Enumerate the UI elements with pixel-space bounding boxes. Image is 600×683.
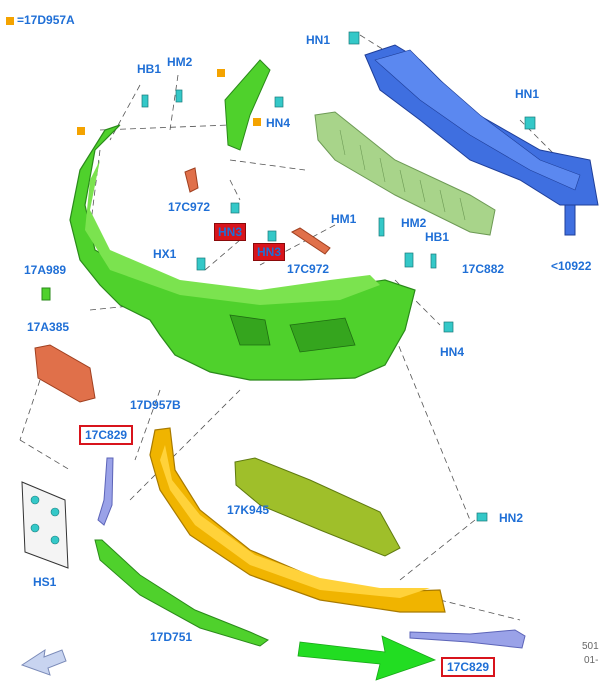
fasteners: [141, 31, 536, 522]
label-hn3-b: HN3: [253, 243, 286, 261]
legend-code: =17D957A: [17, 13, 75, 27]
label-hn1-top: HN1: [306, 33, 331, 47]
corner-text-2: 01-: [584, 655, 599, 666]
marker-square-icon: [77, 127, 85, 135]
label-hb1-right: HB1: [425, 230, 450, 244]
label-hs1: HS1: [33, 575, 57, 589]
label-hm2-left: HM2: [167, 55, 193, 69]
label-hb1-left: HB1: [137, 62, 162, 76]
lower-bumper-highlight: [160, 445, 430, 598]
label-hn4-right: HN4: [440, 345, 465, 359]
bumper-fog-opening: [229, 314, 271, 346]
label-hn2: HN2: [499, 511, 524, 525]
license-plate-bracket: [34, 344, 96, 403]
bumper-lower-opening: [289, 317, 356, 353]
beam-highlight: [374, 49, 581, 191]
corner-arrow-icon: [20, 648, 67, 676]
bumper-highlight: [85, 160, 380, 305]
label-hn1-right: HN1: [515, 87, 540, 101]
label-17a385: 17A385: [27, 320, 70, 334]
upper-bracket: [224, 59, 271, 151]
label-17d957b: 17D957B: [130, 398, 181, 412]
label-17d751: 17D751: [150, 630, 193, 644]
label-17a989: 17A989: [24, 263, 67, 277]
lower-lip-spoiler: [94, 539, 269, 647]
part-17a989: [41, 287, 51, 301]
label-ref-10922: <10922: [551, 259, 592, 273]
label-17c829-a: 17C829: [79, 425, 134, 445]
absorber-ribs: [339, 129, 466, 221]
label-hn3-a: HN3: [214, 223, 247, 241]
strip-17c829-bottom: [409, 629, 526, 649]
beam-bracket: [564, 204, 576, 236]
clip-17c972-b: [291, 227, 331, 255]
label-hx1: HX1: [153, 247, 177, 261]
label-hm2-right: HM2: [401, 216, 427, 230]
label-hm1: HM1: [331, 212, 357, 226]
corner-text-1: 501: [582, 641, 599, 652]
clip-pack-hs1: [21, 481, 69, 569]
clip-17c972-a: [184, 167, 199, 193]
label-17c882: 17C882: [462, 262, 505, 276]
direction-arrow: [297, 635, 437, 681]
strip-17c829-left: [97, 457, 114, 526]
label-17c829-b: 17C829: [441, 657, 496, 677]
marker-square-icon: [217, 69, 225, 77]
legend: =17D957A: [6, 13, 75, 27]
clip-pack-clips: [30, 495, 60, 545]
energy-absorber: [314, 111, 496, 236]
marker-square-icon: [253, 118, 261, 126]
label-17c972-a: 17C972: [168, 200, 211, 214]
lower-grille: [234, 457, 401, 557]
label-17c972-b: 17C972: [287, 262, 330, 276]
legend-square-icon: [6, 16, 14, 25]
label-hn4-top: HN4: [266, 116, 291, 130]
label-17k945: 17K945: [227, 503, 270, 517]
